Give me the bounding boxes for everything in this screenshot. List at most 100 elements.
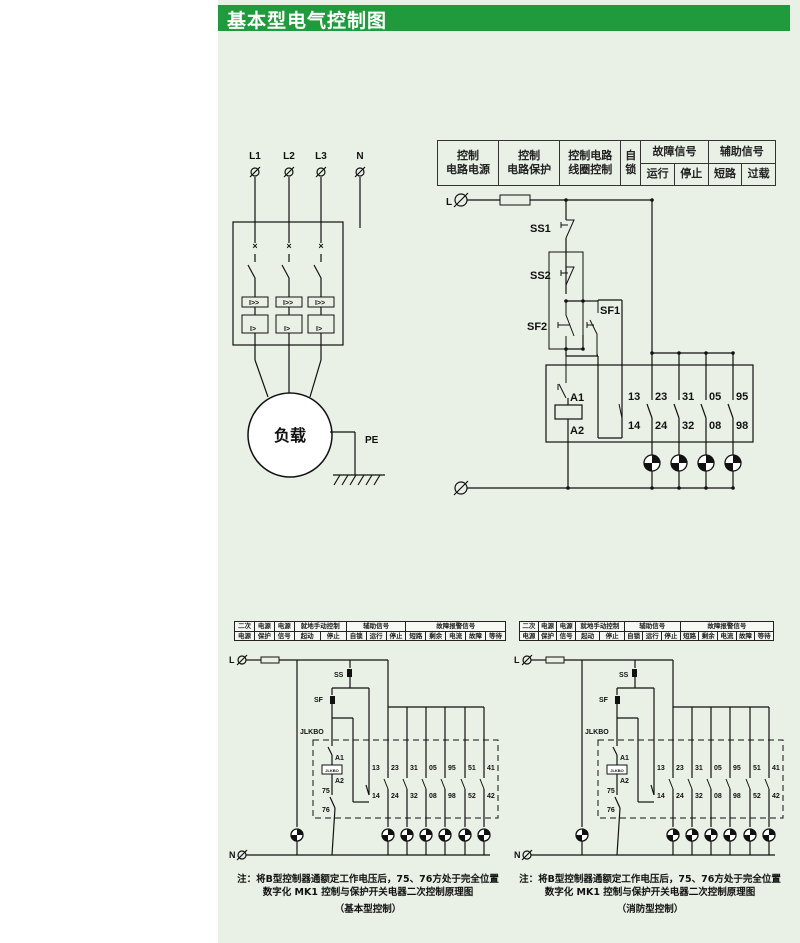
indicator-lamp-icon bbox=[762, 828, 776, 842]
ground-icon bbox=[333, 474, 385, 486]
indicator-lamp-icon bbox=[400, 828, 414, 842]
terminal-number: 52 bbox=[468, 793, 476, 800]
terminal-number: 32 bbox=[695, 793, 703, 800]
small-sub-cell: 停止 bbox=[599, 630, 625, 641]
output-contact-icon bbox=[421, 778, 427, 790]
a2-label: A2 bbox=[335, 778, 344, 785]
col-fault: 故障信号 bbox=[640, 140, 709, 164]
breaker-contact-icon bbox=[281, 254, 290, 297]
trip-symbol: I>> bbox=[249, 300, 259, 307]
indicator-lamp-icon bbox=[381, 828, 395, 842]
basic-control-table: 二次电源电源就地手动控制辅助信号故障报警信号电源保护信号起动停止自锁运行停止短路… bbox=[234, 621, 507, 641]
terminal-75: 75 bbox=[607, 788, 615, 795]
terminal-number: 14 bbox=[657, 793, 665, 800]
neutral-label: N bbox=[229, 850, 236, 860]
coil-icon bbox=[554, 404, 583, 420]
breaker-contact-icon bbox=[313, 254, 322, 297]
terminal-number: 24 bbox=[391, 793, 399, 800]
terminal-number: 52 bbox=[753, 793, 761, 800]
terminal-number: 23 bbox=[655, 391, 667, 403]
output-contact-icon bbox=[725, 778, 731, 790]
terminal-icon bbox=[249, 166, 261, 178]
indicator-lamp-icon bbox=[575, 828, 589, 842]
phase-label: L2 bbox=[283, 151, 295, 162]
ss1-label: SS1 bbox=[530, 223, 551, 235]
small-sub-cell: 停止 bbox=[319, 630, 347, 641]
wire bbox=[341, 474, 349, 486]
col-aux: 辅助信号 bbox=[707, 140, 777, 164]
wire bbox=[329, 796, 336, 809]
start-button-sf-icon bbox=[615, 696, 620, 704]
output-contact-icon bbox=[402, 778, 408, 790]
terminal-number: 23 bbox=[391, 765, 399, 772]
terminal-number: 31 bbox=[410, 765, 418, 772]
terminal-icon bbox=[283, 166, 295, 178]
ss-label: SS bbox=[334, 672, 344, 679]
indicator-lamp-icon bbox=[477, 828, 491, 842]
terminal-number: 95 bbox=[736, 391, 748, 403]
motor-feed bbox=[254, 359, 322, 398]
terminal-icon bbox=[521, 654, 533, 666]
indicator-lamp-icon bbox=[670, 454, 688, 472]
page-title: 基本型电气控制图 bbox=[227, 10, 388, 32]
jlkbo-label: JLKBO bbox=[300, 729, 324, 736]
terminal-icon bbox=[453, 192, 469, 208]
coil-label: JLKBO bbox=[610, 768, 624, 773]
wire bbox=[333, 474, 341, 486]
terminal-number: 05 bbox=[714, 765, 722, 772]
col-stop: 停止 bbox=[673, 162, 709, 186]
terminal-number: 23 bbox=[676, 765, 684, 772]
start-button-sf1-icon bbox=[586, 301, 599, 356]
start-button-sf2-icon bbox=[557, 301, 575, 349]
small-sub-cell: 等待 bbox=[754, 630, 774, 641]
overload-symbol: I> bbox=[316, 326, 322, 333]
indicator-lamp-icon bbox=[704, 828, 718, 842]
overload-symbol: I> bbox=[250, 326, 256, 333]
a1-label: A1 bbox=[570, 392, 584, 404]
col-power: 控制电路电源 bbox=[436, 140, 500, 186]
switch-enclosure bbox=[232, 221, 344, 346]
wire bbox=[349, 474, 357, 486]
wire bbox=[616, 807, 621, 856]
a2-label: A2 bbox=[620, 778, 629, 785]
terminal-76: 76 bbox=[322, 807, 330, 814]
start-button-sf-icon bbox=[330, 696, 335, 704]
terminal-number: 13 bbox=[628, 391, 640, 403]
sf1-label: SF1 bbox=[600, 305, 620, 317]
output-contact-icon bbox=[479, 778, 485, 790]
terminal-number: 24 bbox=[655, 420, 668, 432]
ss-label: SS bbox=[619, 672, 629, 679]
terminal-icon bbox=[521, 849, 533, 861]
indicator-lamp-icon bbox=[743, 828, 757, 842]
col-selflock: 自锁 bbox=[620, 140, 642, 186]
wire bbox=[331, 807, 336, 856]
terminal-number: 51 bbox=[753, 765, 761, 772]
col-run: 运行 bbox=[640, 162, 675, 186]
contact-13-14-icon bbox=[618, 403, 623, 438]
terminal-number: 31 bbox=[695, 765, 703, 772]
breaker-x-icon: × bbox=[252, 241, 257, 251]
note-basic: 注：将B型控制器通额定工作电压后，75、76方处于完全位置数字化 MK1 控制与… bbox=[237, 874, 499, 915]
output-contact-icon bbox=[383, 778, 389, 790]
stop-button-ss1-icon bbox=[560, 219, 575, 239]
terminal-number: 08 bbox=[429, 793, 437, 800]
jlkbo-label: JLKBO bbox=[585, 729, 609, 736]
a2-label: A2 bbox=[570, 425, 584, 437]
indicator-lamp-icon bbox=[666, 828, 680, 842]
terminal-icon bbox=[315, 166, 327, 178]
fuse-icon bbox=[499, 194, 531, 206]
indicator-lamp-icon bbox=[697, 454, 715, 472]
terminal-icon bbox=[236, 849, 248, 861]
trip-symbol: I>> bbox=[283, 300, 293, 307]
indicator-lamp-icon bbox=[419, 828, 433, 842]
auxiliary-contact-icon bbox=[557, 349, 567, 399]
output-contact-icon bbox=[668, 778, 674, 790]
output-contact-icon bbox=[700, 403, 707, 419]
overload-symbol: I> bbox=[284, 326, 290, 333]
phase-label: N bbox=[356, 151, 363, 162]
col-overload: 过载 bbox=[741, 162, 776, 186]
col-protect: 控制电路保护 bbox=[498, 140, 561, 186]
terminal-number: 05 bbox=[429, 765, 437, 772]
sf-label: SF bbox=[314, 697, 324, 704]
